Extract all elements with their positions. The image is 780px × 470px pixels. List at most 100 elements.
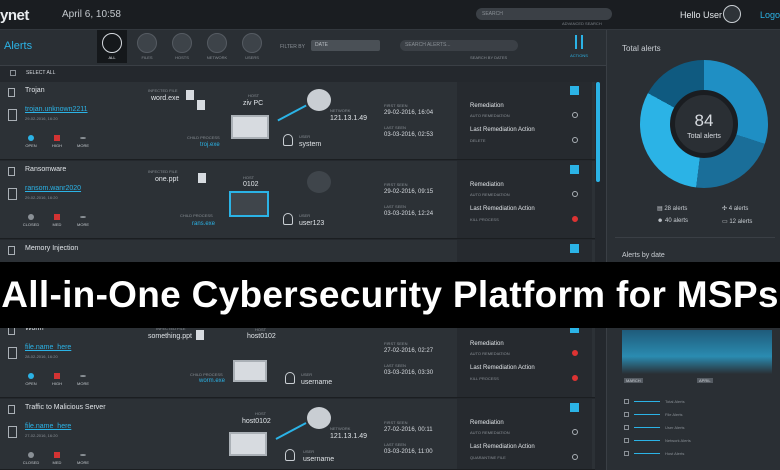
legend-checkbox[interactable]: [624, 412, 629, 418]
legend-item[interactable]: Host Alerts: [624, 451, 684, 457]
tab-files[interactable]: FILES: [132, 33, 162, 60]
hacker-icon: [307, 407, 331, 429]
legend-item[interactable]: File Alerts: [624, 412, 683, 418]
alert-file-link[interactable]: ransom.wanr2020: [25, 185, 82, 192]
details-icon[interactable]: [570, 165, 579, 174]
alert-row[interactable]: Worm file.name_here 28-02-2016, 16:20 OP…: [0, 320, 595, 398]
remediation-panel: Remediation AUTO REMEDIATION Last Remedi…: [457, 161, 592, 238]
computer-icon: [229, 432, 267, 456]
host-icon: [172, 33, 192, 53]
alert-row[interactable]: Traffic to Malicious Server file.name_he…: [0, 399, 595, 470]
infected-file-label: INFECTED FILE: [148, 169, 178, 174]
alert-row[interactable]: Ransomware ransom.wanr2020 29-02-2016, 1…: [0, 161, 595, 239]
more-button[interactable]: MORE: [73, 135, 93, 148]
alert-file-link[interactable]: file.name_here: [25, 423, 72, 430]
legend-checkbox[interactable]: [624, 451, 629, 457]
stat-value: 12 alerts: [729, 219, 753, 225]
select-all-row[interactable]: SELECT ALL: [0, 66, 606, 81]
details-icon[interactable]: [570, 244, 579, 253]
alerts-by-date-title: Alerts by date: [622, 252, 665, 259]
details-icon[interactable]: [570, 403, 579, 412]
tab-network[interactable]: NETWORK: [202, 33, 232, 60]
status-indicator[interactable]: OPEN: [21, 135, 41, 148]
remediation-panel: Remediation AUTO REMEDIATION Last Remedi…: [457, 320, 592, 397]
legend-item[interactable]: Network Alerts: [624, 438, 691, 444]
more-button[interactable]: MORE: [73, 373, 93, 386]
check-icon: [572, 454, 578, 460]
alerts-area-chart: [622, 330, 772, 374]
legend-checkbox[interactable]: [624, 425, 629, 431]
tab-label: NETWORK: [206, 55, 228, 60]
more-label: MORE: [77, 143, 89, 148]
status-icon: [28, 214, 34, 220]
details-icon[interactable]: [570, 86, 579, 95]
tab-label: USERS: [245, 55, 259, 60]
legend-line: [634, 453, 660, 455]
remediation-mode: AUTO REMEDIATION: [470, 430, 510, 435]
status-indicator[interactable]: CLOSED: [21, 214, 41, 227]
document-icon: [196, 330, 204, 340]
user-greeting: Hello User: [680, 10, 723, 20]
bug-icon: [8, 88, 15, 97]
legend-checkbox[interactable]: [624, 438, 629, 444]
more-button[interactable]: MORE: [73, 452, 93, 465]
alert-file-link[interactable]: file.name_here: [25, 344, 72, 351]
last-seen-label: LAST SEEN: [384, 125, 406, 130]
legend-checkbox[interactable]: [624, 399, 629, 405]
more-icon: [80, 137, 86, 139]
computer-icon: [231, 115, 269, 139]
legend-item[interactable]: User Alerts: [624, 425, 685, 431]
host-name: host0102: [242, 418, 271, 425]
more-icon: [80, 454, 86, 456]
legend-item[interactable]: Total Alerts: [624, 399, 685, 405]
last-action-title: Last Remediation Action: [470, 127, 535, 133]
last-seen: 03-03-2016, 03:30: [384, 370, 434, 376]
stat-value: 4 alerts: [728, 206, 749, 212]
clock-icon: [102, 33, 122, 53]
first-seen: 29-02-2016, 09:15: [384, 189, 434, 195]
search-alerts-input[interactable]: SEARCH ALERTS...: [400, 40, 518, 51]
first-seen-label: FIRST SEEN: [384, 341, 408, 346]
status-indicator[interactable]: OPEN: [21, 373, 41, 386]
advanced-search-link[interactable]: ADVANCED SEARCH: [562, 21, 602, 26]
global-search-input[interactable]: SEARCH: [476, 8, 612, 20]
stat-network: ✣ 4 alerts: [722, 205, 748, 212]
remediation-mode: AUTO REMEDIATION: [470, 351, 510, 356]
search-by-dates-link[interactable]: SEARCH BY DATES: [470, 55, 508, 60]
status-label: CLOSED: [22, 222, 40, 227]
users-icon: [242, 33, 262, 53]
status-indicator[interactable]: CLOSED: [21, 452, 41, 465]
stat-value: 40 alerts: [664, 218, 688, 224]
tab-users[interactable]: USERS: [237, 33, 267, 60]
tab-label: ALL: [108, 55, 116, 60]
infected-file-label: INFECTED FILE: [156, 326, 186, 331]
avatar[interactable]: [723, 5, 741, 23]
filter-select[interactable]: DATE: [311, 40, 380, 51]
logout-link[interactable]: Logo: [760, 10, 780, 20]
last-action: KILL PROCESS: [470, 217, 499, 222]
alert-row[interactable]: Trojan trojan.unknown2211 29-02-2016, 16…: [0, 82, 595, 160]
host-name: 0102: [243, 181, 259, 188]
remediation-title: Remediation: [470, 341, 504, 347]
alert-type: Worm: [25, 325, 44, 332]
host-icon: ▭: [722, 219, 730, 225]
gear-icon[interactable]: [572, 112, 578, 118]
details-icon[interactable]: [570, 324, 579, 333]
select-all-checkbox[interactable]: [10, 70, 16, 76]
alerts-donut-chart: 84 Total alerts: [640, 60, 768, 188]
network-icon: ✣: [722, 206, 729, 212]
host-name: ziv PC: [243, 100, 264, 107]
infected-file: something.ppt: [148, 333, 192, 340]
last-seen: 03-03-2016, 11:00: [384, 449, 433, 455]
banner-text: All-in-One Cybersecurity Platform for MS…: [1, 274, 779, 315]
logo: ynet: [0, 7, 29, 24]
tab-all[interactable]: ALL: [97, 30, 127, 63]
scrollbar[interactable]: [596, 82, 600, 182]
actions-button[interactable]: ACTIONS: [568, 35, 590, 58]
file-icon: [8, 347, 17, 359]
severity-icon: [54, 373, 60, 379]
more-button[interactable]: MORE: [73, 214, 93, 227]
alert-file-link[interactable]: trojan.unknown2211: [25, 106, 88, 113]
tab-hosts[interactable]: HOSTS: [167, 33, 197, 60]
gear-icon[interactable]: [572, 429, 578, 435]
